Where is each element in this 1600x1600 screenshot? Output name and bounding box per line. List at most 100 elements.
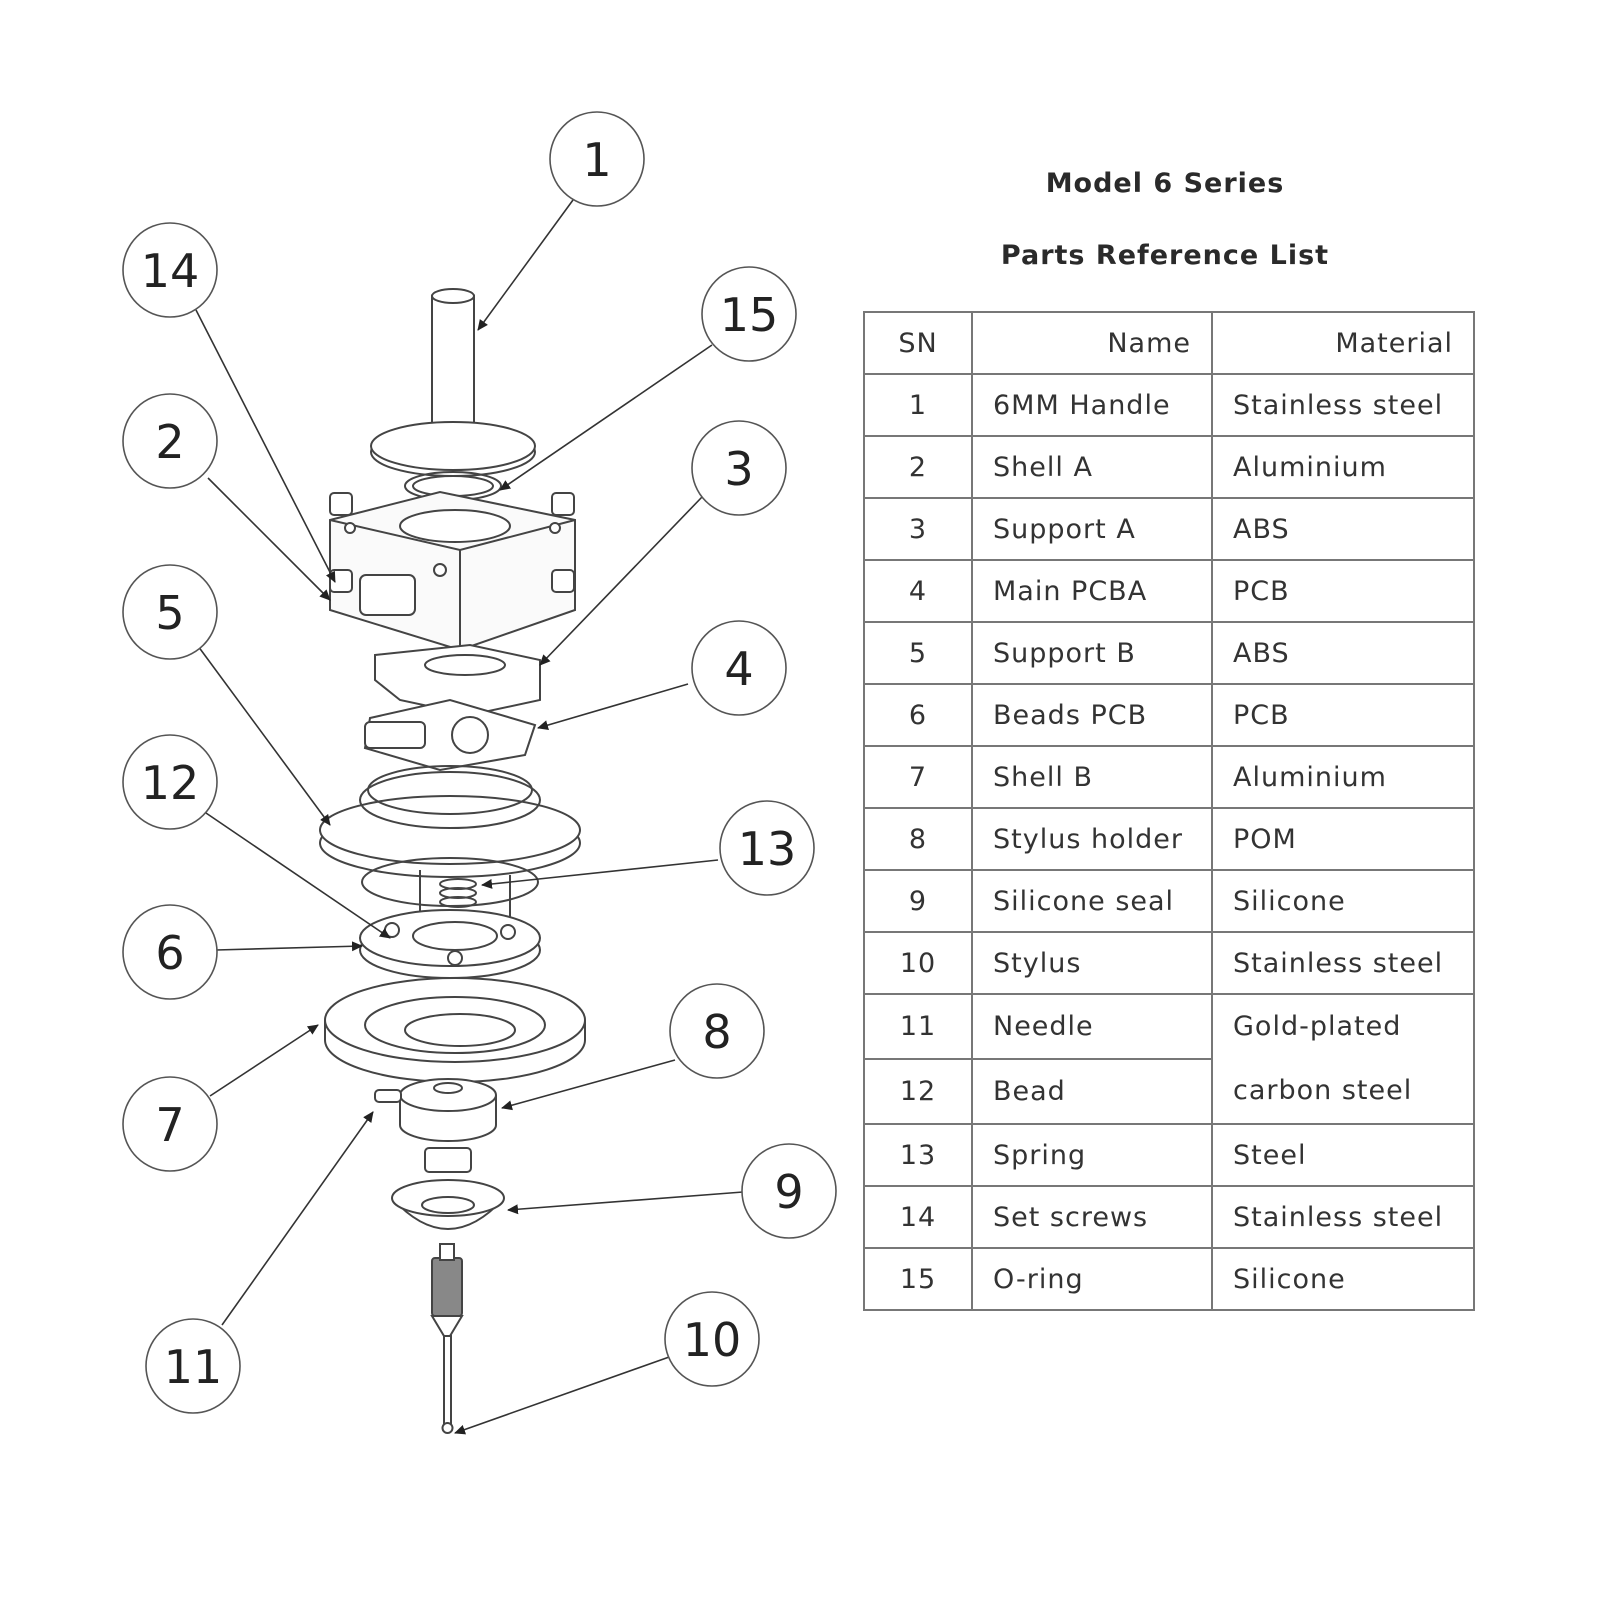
- cell-sn: 3: [863, 497, 973, 561]
- svg-text:9: 9: [774, 1165, 803, 1219]
- title-series: Model 6 Series: [1045, 168, 1285, 199]
- svg-text:1: 1: [582, 133, 611, 187]
- leader-11: [221, 1111, 374, 1326]
- callout-5: 5: [122, 564, 218, 660]
- header-name: Name: [971, 311, 1213, 375]
- svg-text:6: 6: [155, 926, 184, 980]
- leader-2: [207, 477, 331, 601]
- leader-4: [537, 683, 689, 730]
- cell-sn: 6: [863, 683, 973, 747]
- cell-name: Shell B: [971, 745, 1213, 809]
- leader-15: [499, 344, 713, 491]
- callouts: 1 14 15 2 3 5 4 12 13 6 8 7 9 10 11: [122, 111, 837, 1414]
- cell-sn: 15: [863, 1247, 973, 1311]
- svg-text:15: 15: [720, 288, 779, 342]
- part-main-pcba: [363, 698, 537, 772]
- callout-6: 6: [122, 904, 218, 1000]
- cell-material: PCB: [1211, 683, 1475, 747]
- part-silicone-seal: [391, 1179, 505, 1230]
- part-stylus: [430, 1243, 464, 1434]
- cell-name: Silicone seal: [971, 869, 1213, 933]
- cell-name: Bead: [971, 1058, 1213, 1125]
- cell-sn: 8: [863, 807, 973, 871]
- leader-9: [507, 1191, 744, 1215]
- cell-sn: 11: [863, 993, 973, 1060]
- cell-material: ABS: [1211, 621, 1475, 685]
- callout-7: 7: [122, 1076, 218, 1172]
- cell-material: Silicone: [1211, 869, 1475, 933]
- cell-name: Beads PCB: [971, 683, 1213, 747]
- cell-name: Spring: [971, 1123, 1213, 1187]
- svg-text:5: 5: [155, 586, 184, 640]
- cell-name: Set screws: [971, 1185, 1213, 1249]
- cell-name: 6MM Handle: [971, 373, 1213, 437]
- leader-7: [209, 1024, 319, 1097]
- title-parts-list: Parts Reference List: [1000, 240, 1330, 271]
- cell-sn: 10: [863, 931, 973, 995]
- svg-text:7: 7: [155, 1098, 184, 1152]
- cell-sn: 14: [863, 1185, 973, 1249]
- cell-sn: 12: [863, 1058, 973, 1125]
- callout-3: 3: [691, 420, 787, 516]
- cell-name: O-ring: [971, 1247, 1213, 1311]
- callout-10: 10: [664, 1291, 760, 1387]
- cell-sn: 2: [863, 435, 973, 499]
- svg-text:8: 8: [702, 1005, 731, 1059]
- part-shell-b: [324, 977, 586, 1083]
- cell-sn: 9: [863, 869, 973, 933]
- cell-material: PCB: [1211, 559, 1475, 623]
- callout-8: 8: [669, 983, 765, 1079]
- cell-material: Stainless steel: [1211, 931, 1475, 995]
- callout-9: 9: [741, 1143, 837, 1239]
- cell-material: Silicone: [1211, 1247, 1475, 1311]
- cell-name: Stylus holder: [971, 807, 1213, 871]
- header-material: Material: [1211, 311, 1475, 375]
- part-support-a: [374, 643, 541, 717]
- table-header-row: SN Name Material: [863, 311, 1475, 375]
- part-stylus-holder: [374, 1078, 497, 1173]
- leader-10: [454, 1355, 673, 1435]
- header-sn: SN: [863, 311, 973, 375]
- cell-material: Aluminium: [1211, 435, 1475, 499]
- callout-4: 4: [691, 620, 787, 716]
- cell-material: Steel: [1211, 1123, 1475, 1187]
- leader-3: [539, 496, 703, 666]
- svg-text:4: 4: [724, 642, 753, 696]
- leader-1: [477, 199, 574, 331]
- callout-14: 14: [122, 222, 218, 318]
- cell-material: Stainless steel: [1211, 373, 1475, 437]
- part-support-b: [319, 765, 581, 878]
- callout-11: 11: [145, 1318, 241, 1414]
- svg-text:14: 14: [141, 244, 200, 298]
- cell-material: Aluminium: [1211, 745, 1475, 809]
- part-shell-a: [329, 490, 576, 652]
- svg-text:2: 2: [155, 415, 184, 469]
- merged-material-line2: carbon steel: [1233, 1075, 1413, 1106]
- svg-text:13: 13: [738, 822, 797, 876]
- leader-12: [205, 812, 391, 939]
- part-beads-pcb: [359, 909, 541, 979]
- cell-name: Needle: [971, 993, 1213, 1060]
- cell-material: Stainless steel: [1211, 1185, 1475, 1249]
- leader-14: [195, 309, 336, 583]
- svg-text:3: 3: [724, 442, 753, 496]
- part-set-screws-14: [329, 492, 575, 593]
- cell-sn: 7: [863, 745, 973, 809]
- cell-name: Support A: [971, 497, 1213, 561]
- cell-material: POM: [1211, 807, 1475, 871]
- cell-sn: 4: [863, 559, 973, 623]
- part-spring-13: [361, 857, 539, 945]
- leader-8: [501, 1059, 676, 1111]
